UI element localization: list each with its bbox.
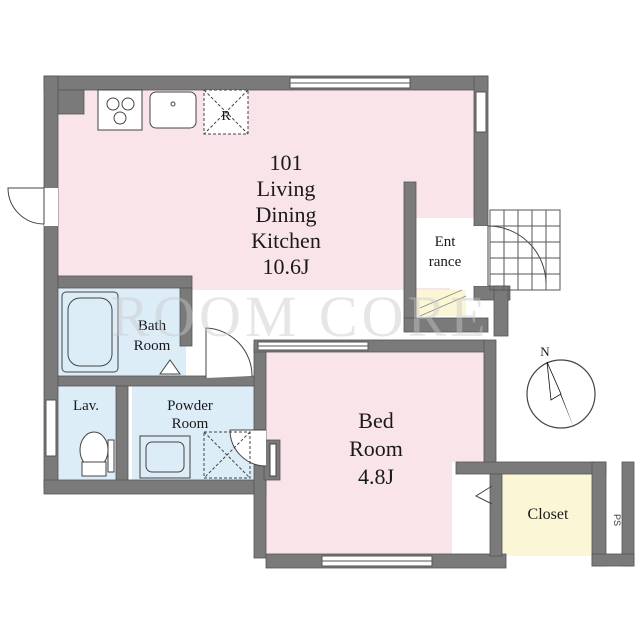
kitchen-counter (97, 89, 249, 135)
bath-fixtures (61, 291, 277, 479)
wall-bath-top (57, 275, 193, 289)
door-entrance-gap (474, 226, 488, 286)
compass-north-mark: N (540, 344, 550, 359)
powder-label-2: Room (172, 416, 209, 432)
entrance-label-1: Ent (435, 234, 457, 250)
bathtub-inner (67, 297, 113, 367)
bed-label-2: Room (349, 436, 403, 461)
closet-floor (500, 474, 592, 556)
lav-label: Lav. (73, 398, 99, 414)
outdoor-tiles (489, 209, 561, 291)
powder-shelf (269, 443, 277, 477)
doors (7, 187, 547, 505)
watermark: ROOM CORE (110, 284, 489, 349)
powder-label-1: Powder (167, 398, 213, 414)
ldk-floor-lower (190, 278, 450, 290)
door-closet (474, 485, 493, 505)
wall-closet-left (489, 473, 503, 557)
wall-entrance-bottom (403, 317, 489, 333)
wall-lav-right (115, 385, 129, 483)
ldk-label-3: Dining (255, 202, 316, 227)
door-bath-swing (205, 327, 253, 378)
wall-top (43, 75, 489, 91)
entrance-step (416, 290, 466, 316)
wall-ps-right (621, 461, 635, 567)
bed-label-1: Bed (358, 408, 393, 433)
washer-space (203, 431, 251, 479)
ps-label: PS (612, 514, 622, 526)
toilet-tank (81, 461, 107, 477)
door-left-gap (44, 188, 58, 226)
ldk-label-4: Kitchen (251, 228, 321, 253)
wall-closet-right (591, 461, 607, 567)
drain-icon (170, 101, 176, 107)
stove (97, 89, 143, 131)
entrance-label-2: rance (429, 254, 462, 270)
wall-bed-right (483, 339, 497, 465)
wall-bottom-left (43, 479, 267, 495)
ldk-label-1: 101 (270, 150, 303, 175)
ldk-label-2: Living (257, 176, 316, 201)
wall-bath-bottom (57, 375, 259, 387)
compass-icon: N (526, 344, 596, 429)
bed-floor-right (452, 352, 486, 462)
entrance-floor (414, 218, 474, 288)
closet-label: Closet (528, 506, 569, 523)
bath-threshold-mark (159, 359, 181, 375)
windows (45, 77, 487, 567)
burner-icon (106, 97, 120, 111)
ldk-label-5: 10.6J (262, 254, 310, 279)
room-labels: R 101 Living Dining Kitchen 10.6J Ent ra… (73, 109, 622, 526)
lav-shelf (107, 439, 115, 473)
burner-icon (121, 97, 135, 111)
burner-icon (113, 111, 127, 125)
wall-bath-right (179, 287, 193, 347)
entrance-step-lines (419, 289, 467, 317)
fridge-mark: R (221, 109, 231, 124)
bed-label-3: 4.8J (358, 464, 395, 489)
bed-floor (266, 350, 452, 554)
bath-label-1: Bath (138, 318, 167, 334)
wall-ps-bottom (591, 553, 635, 567)
wall-closet-top (455, 461, 607, 475)
window-ldk-right (475, 91, 487, 133)
wall-entrance-right-v (493, 285, 509, 337)
door-left-swing (7, 187, 45, 225)
bath-label-2: Room (134, 338, 171, 354)
washbasin-bowl (145, 441, 185, 473)
sink (149, 91, 197, 129)
window-lav (45, 399, 57, 457)
wall-kitchen-corner (57, 89, 85, 115)
door-entrance-swing (487, 225, 547, 286)
